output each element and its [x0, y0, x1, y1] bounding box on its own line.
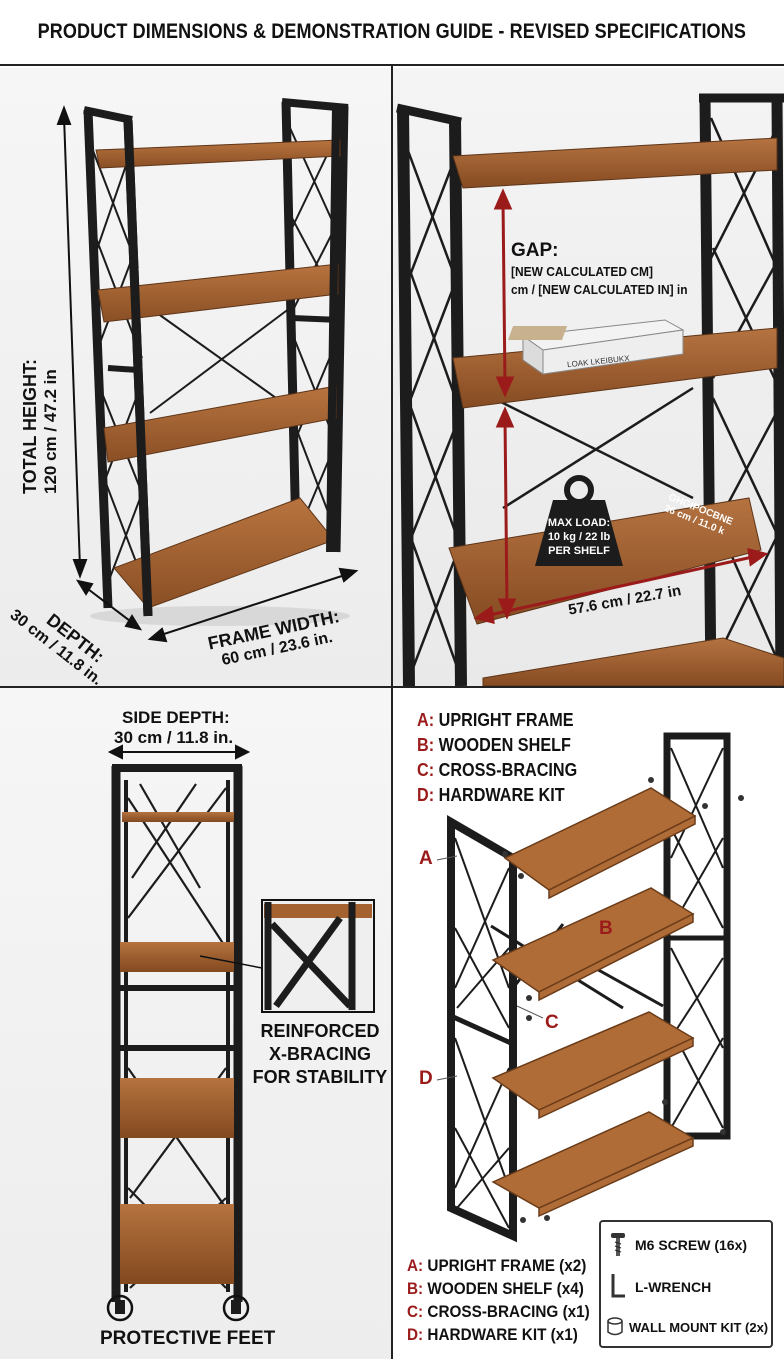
shelf-side-illustration: [106, 744, 375, 1322]
weight-icon: [535, 475, 623, 566]
gap-label: GAP:: [511, 240, 559, 261]
foot-icon: [106, 1294, 250, 1322]
part-item-c: C: CROSS-BRACING (x1): [407, 1302, 590, 1321]
kit-row-screw: M6 SCREW (16x): [609, 1232, 747, 1258]
kit-row-wrench: L-WRENCH: [609, 1272, 711, 1302]
kit-row-wall-mount: WALL MOUNT KIT (2x): [605, 1316, 768, 1338]
kit-wrench-label: L-WRENCH: [635, 1279, 712, 1295]
wall-mount-icon: [607, 1317, 623, 1336]
panel-assembly: A: UPRIGHT FRAME B: WOODEN SHELF C: CROS…: [393, 688, 784, 1359]
parts-list: A: UPRIGHT FRAME (x2) B: WOODEN SHELF (x…: [407, 1254, 590, 1346]
callout-d: D: [419, 1068, 433, 1089]
bracing-line3: FOR STABILITY: [252, 1067, 388, 1087]
hardware-kit-box: M6 SCREW (16x) L-WRENCH WALL MOUNT KIT (…: [599, 1220, 773, 1348]
divider-vertical: [391, 66, 393, 1359]
max-load-line1: MAX LOAD:: [547, 517, 611, 529]
total-height-annotation: TOTAL HEIGHT: 120 cm / 47.2 in: [20, 284, 61, 494]
part-item-a: A: UPRIGHT FRAME (x2): [407, 1256, 587, 1275]
divider-horizontal: [0, 686, 784, 688]
wrench-icon: [611, 1274, 625, 1298]
side-depth-label: SIDE DEPTH:: [122, 708, 230, 727]
total-height-value: 120 cm / 47.2 in: [41, 369, 60, 494]
panel-overall-dimensions: TOTAL HEIGHT: 120 cm / 47.2 in DEPTH: 30…: [0, 68, 391, 686]
bracing-line1: REINFORCED: [260, 1021, 380, 1041]
max-load-line2: 10 kg / 22 lb: [547, 531, 611, 543]
kit-wall-mount-label: WALL MOUNT KIT (2x): [629, 1319, 769, 1335]
max-load-badge: MAX LOAD: 10 kg / 22 lb PER SHELF: [540, 516, 618, 558]
screw-icon: [611, 1233, 625, 1256]
callout-a: A: [419, 848, 433, 869]
bracing-line2: X-BRACING: [269, 1044, 371, 1064]
total-height-label: TOTAL HEIGHT:: [20, 359, 40, 494]
part-item-d: D: HARDWARE KIT (x1): [407, 1325, 578, 1344]
legend-item-b: B: WOODEN SHELF: [417, 735, 571, 755]
part-item-b: B: WOODEN SHELF (x4): [407, 1279, 584, 1298]
max-load-line3: PER SHELF: [548, 545, 610, 557]
feet-label: PROTECTIVE FEET: [100, 1328, 276, 1349]
shelf-front-illustration: [56, 98, 359, 643]
exploded-assembly-illustration: [436, 732, 744, 1243]
kit-screw-label: M6 SCREW (16x): [635, 1237, 748, 1253]
panel-side-view: SIDE DEPTH: 30 cm / 11.8 in. REINFORCED …: [0, 688, 391, 1359]
page-title: PRODUCT DIMENSIONS & DEMONSTRATION GUIDE…: [37, 20, 747, 43]
gap-value-line2: cm / [NEW CALCULATED IN] in: [511, 282, 688, 297]
shelf-closeup-illustration: [396, 93, 784, 686]
side-depth-value: 30 cm / 11.8 in.: [114, 728, 234, 747]
gap-value-line1: [NEW CALCULATED CM]: [511, 264, 653, 279]
legend-item-d: D: HARDWARE KIT: [417, 785, 565, 805]
callout-c: C: [545, 1012, 559, 1033]
callout-b: B: [599, 918, 613, 939]
page-header: PRODUCT DIMENSIONS & DEMONSTRATION GUIDE…: [0, 0, 784, 66]
parts-legend-top: A: UPRIGHT FRAME B: WOODEN SHELF C: CROS…: [417, 708, 577, 808]
legend-item-c: C: CROSS-BRACING: [417, 760, 578, 780]
panel-shelf-gap-load: GAP: [NEW CALCULATED CM] cm / [NEW CALCU…: [393, 68, 784, 686]
bracing-annotation: REINFORCED X-BRACING FOR STABILITY: [250, 1020, 390, 1089]
legend-item-a: A: UPRIGHT FRAME: [417, 710, 574, 730]
